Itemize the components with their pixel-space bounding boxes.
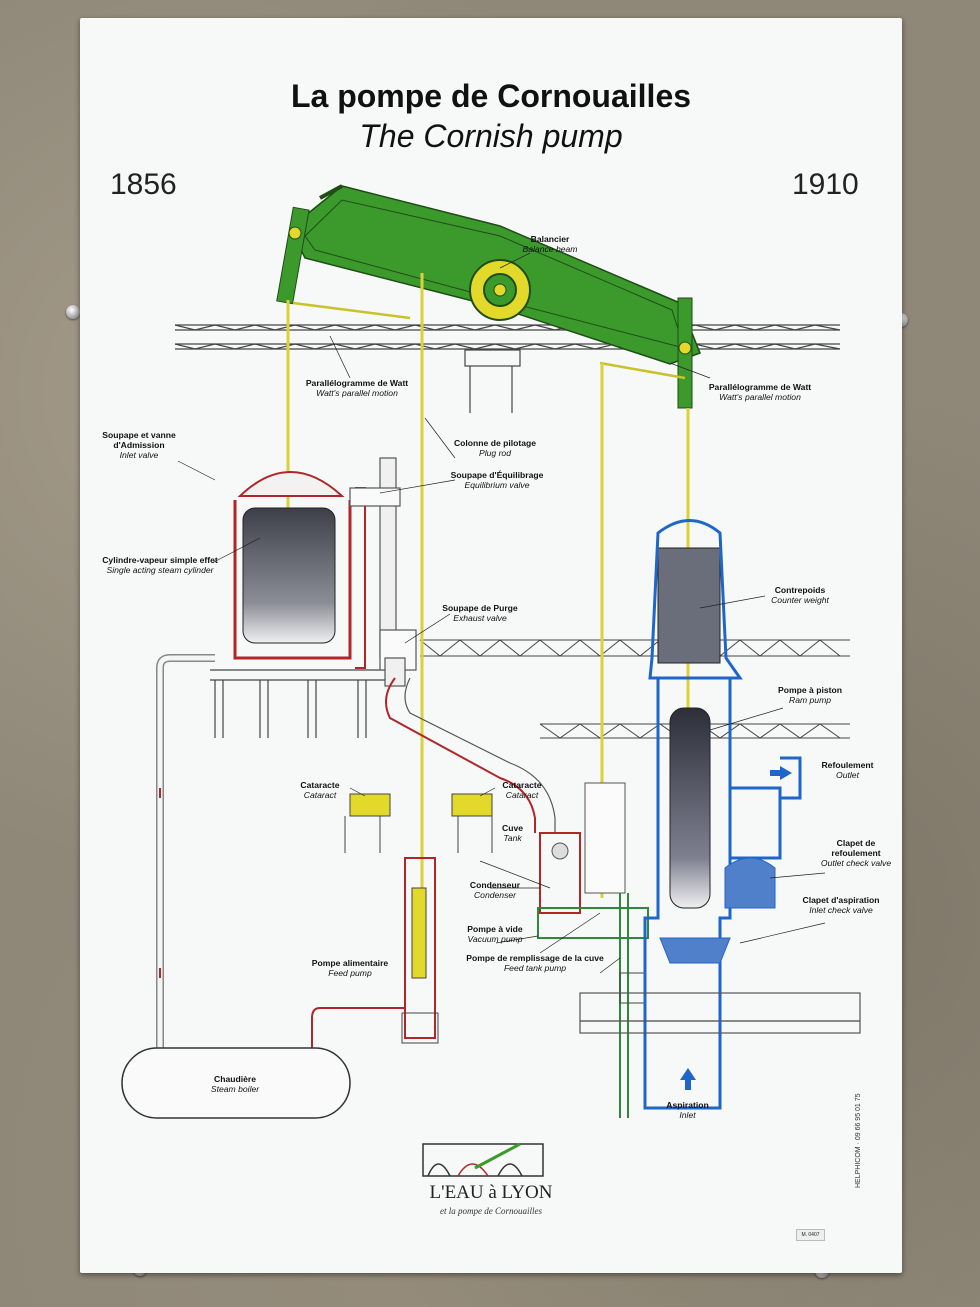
year-end: 1910 (792, 168, 859, 201)
panel-title: La pompe de Cornouailles (290, 78, 692, 114)
logo-tagline: et la pompe de Cornouailles (440, 1206, 542, 1216)
cornish-pump-diagram (121, 184, 861, 1177)
tank-condenser (537, 782, 649, 1118)
foundations (210, 669, 390, 738)
printer-credit: HELPHICOM · 09 66 95 01 75 (855, 1093, 862, 1188)
steam-cylinder (156, 471, 366, 1058)
year-start: 1856 (110, 168, 177, 201)
flow-arrows (680, 766, 792, 1090)
ground-rail (579, 992, 861, 1034)
parallel-motion-rods (292, 301, 686, 380)
logo-arches-icon (422, 1142, 544, 1177)
panel-subtitle: The Cornish pump (359, 118, 623, 154)
steam-boiler (121, 1047, 351, 1119)
floor-truss (174, 324, 841, 413)
ram-pump (643, 678, 802, 1110)
cataract-left (344, 793, 391, 853)
cataract-right (451, 793, 493, 853)
valve-column (349, 457, 417, 687)
mounting-screw-icon (66, 305, 80, 319)
counterweight (648, 519, 743, 680)
label-pointer-lines (177, 252, 826, 974)
information-panel: La pompe de Cornouailles The Cornish pum… (80, 18, 902, 1273)
feed-pump (311, 857, 439, 1048)
exhaust-duct (385, 677, 536, 833)
reference-sticker: M. 0407 (796, 1229, 825, 1241)
balance-beam (276, 184, 701, 409)
logo-name: L'EAU à LYON (429, 1182, 553, 1203)
